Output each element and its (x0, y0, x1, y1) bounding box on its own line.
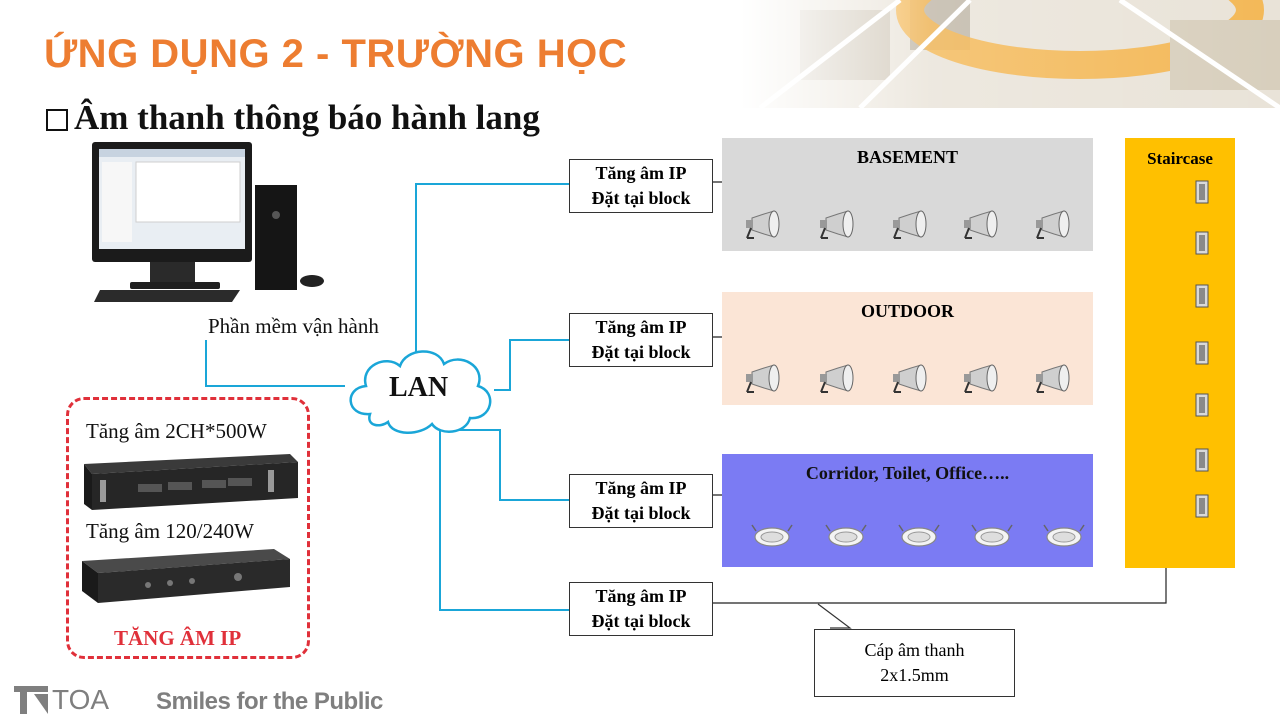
zone-basement-title: BASEMENT (856, 147, 959, 167)
ip-amp-box-line2: Đặt tại block (591, 188, 691, 208)
ip-amp-box-corridor: Tăng âm IP Đặt tại block (569, 474, 713, 528)
zone-outdoor: OUTDOOR (722, 292, 1093, 405)
ip-amplifier-panel (66, 397, 310, 659)
ip-amp-box-line1: Tăng âm IP (595, 478, 687, 498)
cable-note-line1: Cáp âm thanh (864, 640, 965, 660)
toa-logo-icon (14, 686, 48, 714)
slide-subtitle: Âm thanh thông báo hành lang (46, 98, 540, 138)
zone-outdoor-title: OUTDOOR (860, 301, 954, 321)
subtitle-text: Âm thanh thông báo hành lang (74, 98, 540, 137)
cable-note-callout: Cáp âm thanh 2x1.5mm (814, 629, 1015, 697)
amplifier-2ch-image (84, 454, 298, 510)
ip-amp-box-line2: Đặt tại block (591, 611, 691, 631)
ip-amp-box-basement: Tăng âm IP Đặt tại block (569, 159, 713, 213)
zone-staircase: Staircase (1125, 138, 1235, 568)
footer-slogan: Smiles for the Public (156, 688, 383, 715)
cable-note-line2: 2x1.5mm (880, 665, 949, 685)
ip-amp-box-line1: Tăng âm IP (595, 586, 687, 606)
ip-amp-box-line1: Tăng âm IP (595, 163, 687, 183)
ip-amp-box-line2: Đặt tại block (591, 342, 691, 362)
zone-corridor-title: Corridor, Toilet, Office….. (805, 463, 1010, 483)
checkbox-bullet-icon (46, 109, 68, 131)
lan-label: LAN (389, 372, 449, 403)
amp-120-240-label: Tăng âm 120/240W (86, 519, 254, 543)
zone-corridor: Corridor, Toilet, Office….. (722, 454, 1093, 567)
slide-title: ỨNG DỤNG 2 - TRƯỜNG HỌC (44, 32, 628, 76)
ip-amp-box-line1: Tăng âm IP (595, 317, 687, 337)
zone-basement: BASEMENT (722, 138, 1093, 251)
network-lines (205, 183, 569, 611)
amp-2ch-label: Tăng âm 2CH*500W (86, 419, 267, 443)
ip-amp-box-line2: Đặt tại block (591, 503, 691, 523)
pc-software-label: Phần mềm vận hành (208, 314, 379, 338)
amplifier-120w-image (82, 549, 290, 603)
computer-image (92, 142, 324, 302)
ip-amp-box-outdoor: Tăng âm IP Đặt tại block (569, 313, 713, 367)
footer-logo-text: TOA (52, 684, 110, 715)
ip-amp-box-staircase: Tăng âm IP Đặt tại block (569, 582, 713, 636)
lan-cloud-icon (349, 350, 492, 434)
zone-staircase-title: Staircase (1147, 149, 1213, 168)
header-decoration (740, 0, 1280, 108)
ip-amp-caption: TĂNG ÂM IP (114, 626, 242, 650)
